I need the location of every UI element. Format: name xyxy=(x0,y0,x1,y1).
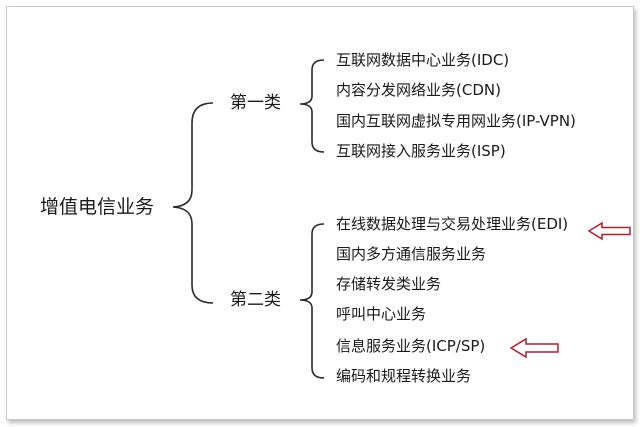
highlight-arrow-edi-icon xyxy=(588,221,631,241)
category-1-item-2: 内容分发网络业务(CDN) xyxy=(336,81,501,99)
root-label: 增值电信业务 xyxy=(40,196,155,218)
category-2-label: 第二类 xyxy=(230,290,281,310)
category-1-item-4: 互联网接入服务业务(ISP) xyxy=(336,142,506,160)
category-2-brace xyxy=(299,223,325,379)
highlight-arrow-icp-icon xyxy=(510,337,559,359)
category-1-brace xyxy=(299,59,325,153)
category-2-item-4: 呼叫中心业务 xyxy=(336,305,427,323)
category-2-item-6: 编码和规程转换业务 xyxy=(336,367,472,385)
category-1-item-3: 国内互联网虚拟专用网业务(IP-VPN) xyxy=(336,112,576,130)
category-2-item-3: 存储转发类业务 xyxy=(336,275,442,293)
category-1-item-1: 互联网数据中心业务(IDC) xyxy=(336,51,510,69)
category-1-label: 第一类 xyxy=(230,93,281,113)
category-2-item-1: 在线数据处理与交易处理业务(EDI) xyxy=(336,215,569,233)
category-2-item-5: 信息服务业务(ICP/SP) xyxy=(336,337,486,355)
root-brace xyxy=(172,102,214,304)
category-2-item-2: 国内多方通信服务业务 xyxy=(336,245,487,263)
